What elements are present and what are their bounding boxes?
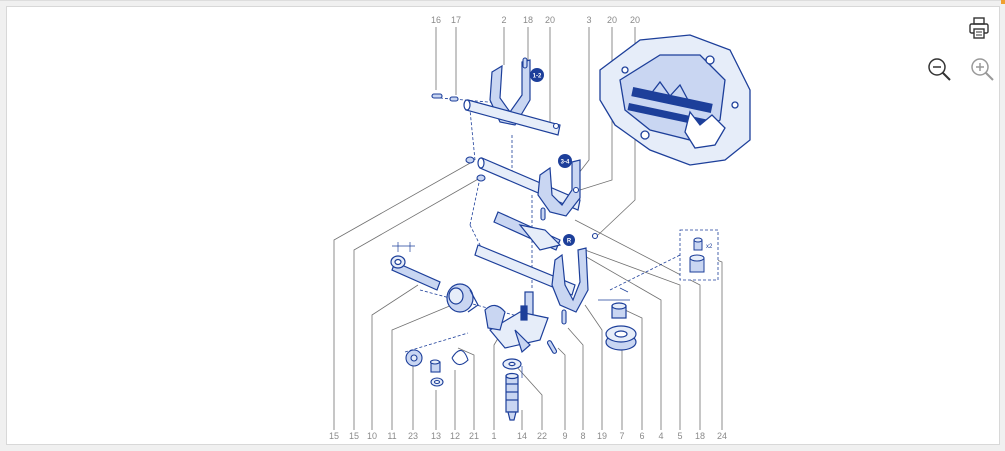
gear-badge-r-circle: [563, 234, 575, 246]
callout-top-20c: 20: [630, 15, 640, 25]
gear-badge-3-4: 3-4: [561, 160, 570, 166]
fork-1-2: [463, 59, 561, 136]
callout-bottom-1: 1: [491, 431, 496, 441]
zoom-in-button[interactable]: [969, 56, 995, 82]
printer-icon: [969, 17, 989, 39]
callout-top-17: 17: [451, 15, 461, 25]
callout-bottom-21: 21: [469, 431, 479, 441]
top-border: [0, 0, 1005, 1]
callout-bottom-4: 4: [658, 431, 663, 441]
callout-bottom-18: 18: [695, 431, 705, 441]
gear-badge-r: R: [567, 239, 572, 245]
callout-top-18: 18: [523, 15, 533, 25]
callout-top-20b: 20: [607, 15, 617, 25]
callout-bottom-24: 24: [717, 431, 727, 441]
idler-parts: [605, 302, 637, 351]
pins: [431, 57, 599, 354]
callout-top-20a: 20: [545, 15, 555, 25]
inset-qty-label: x2: [706, 244, 713, 250]
callout-top-16: 16: [431, 15, 441, 25]
selector-rail: [493, 211, 562, 251]
central-lever: [484, 291, 549, 354]
fork-reverse: [474, 244, 589, 313]
callout-bottom-19: 19: [597, 431, 607, 441]
inset-box: x2: [679, 229, 719, 281]
callout-bottom-6: 6: [639, 431, 644, 441]
callouts-top: 16 17 2 18 20 3 20 20: [431, 15, 640, 25]
bolt-and-washer: [502, 358, 522, 421]
corner-accent: [1001, 0, 1005, 4]
callout-bottom-12: 12: [450, 431, 460, 441]
callout-bottom-15b: 15: [349, 431, 359, 441]
callout-bottom-7: 7: [619, 431, 624, 441]
callout-bottom-11: 11: [387, 431, 396, 441]
callout-bottom-14: 14: [517, 431, 527, 441]
callout-bottom-23: 23: [408, 431, 418, 441]
callout-top-3: 3: [586, 15, 591, 25]
gear-badge-1-2-circle: [530, 68, 544, 82]
callout-bottom-22: 22: [537, 431, 547, 441]
callout-bottom-5: 5: [677, 431, 682, 441]
zoom-out-icon: [928, 58, 951, 81]
callouts-bottom: 15 15 10 11 23 13 12 21 1 14 22 9 8 19 7…: [329, 431, 727, 441]
print-button[interactable]: [968, 16, 990, 40]
gearbox-housing: [599, 34, 751, 166]
callout-bottom-13: 13: [431, 431, 441, 441]
selector-shaft: [390, 255, 441, 291]
callout-bottom-8: 8: [580, 431, 585, 441]
fork-3-4: [477, 157, 581, 217]
callout-top-2: 2: [501, 15, 506, 25]
zoom-out-button[interactable]: [926, 56, 952, 82]
zoom-in-icon: [971, 58, 994, 81]
callout-bottom-10: 10: [367, 431, 377, 441]
interlock-housing: [446, 283, 479, 313]
callout-bottom-9: 9: [562, 431, 567, 441]
gear-badges: 1-2 3-4 R: [530, 68, 575, 246]
dimension-marks: [392, 242, 630, 378]
small-parts: [405, 349, 469, 387]
gear-badge-1-2: 1-2: [533, 74, 542, 80]
callout-bottom-15a: 15: [329, 431, 339, 441]
gear-badge-3-4-circle: [558, 154, 572, 168]
